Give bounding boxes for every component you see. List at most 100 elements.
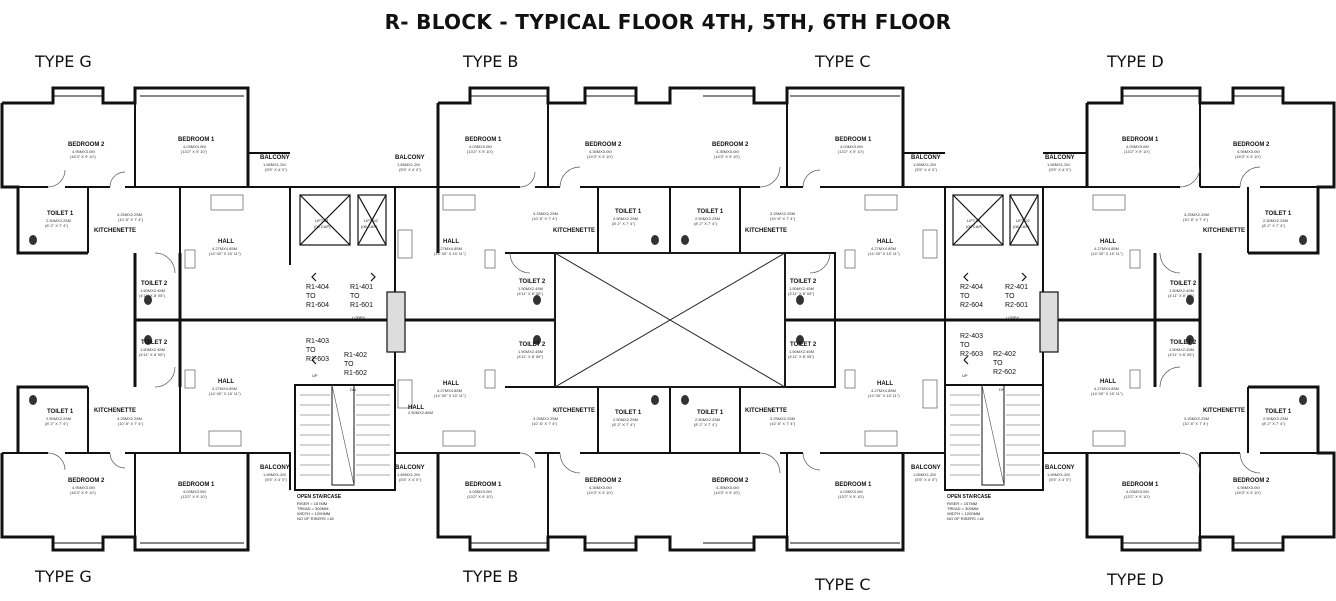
room-label: HALL [218, 379, 234, 385]
type-label-top-b: TYPE B [463, 52, 519, 71]
room-size-imp: (13'2" X 9' 10') [181, 494, 207, 499]
room-size: 4.03MX3.0M [1126, 489, 1149, 494]
flat-to: TO [350, 293, 360, 300]
lift-label: LIFT 01 [967, 218, 981, 223]
room-size: 4.95MX3.0M [1237, 485, 1260, 490]
room-size: 1.65MX1.2M [1047, 162, 1070, 167]
room-size: 1.50MX2.45M [140, 347, 165, 352]
room-label: HALL [218, 239, 234, 245]
room-size-imp: (14' 00" X 15' 11") [434, 393, 466, 398]
central-void [554, 252, 786, 388]
room-size: 1.50MX2.45M [518, 286, 543, 291]
staircase-width: WIDTH = 1200MM [947, 511, 980, 516]
flat-code: R2-401 [1005, 284, 1028, 291]
dn-label: DN [999, 387, 1005, 392]
room-size: 2.50MX2.25M [46, 416, 71, 421]
room-size-imp: (16'3" X 9' 10') [70, 154, 96, 159]
room-label: BEDROOM 1 [178, 137, 215, 143]
room-size-imp: (8' 2" X 7' 4") [45, 421, 69, 426]
flat-end: R1-602 [344, 370, 367, 377]
room-label: TOILET 2 [1170, 281, 1197, 287]
room-size-imp: (8' 2" X 7' 4") [612, 221, 636, 226]
room-size-imp: (14' 00" X 15' 11") [1091, 391, 1123, 396]
room-label: BEDROOM 2 [68, 142, 105, 148]
room-size-imp: (5'5" X 4' 0") [265, 167, 288, 172]
room-size: 1.65MX1.2M [397, 472, 420, 477]
staircase-riser: RISER = 157MM [297, 501, 327, 506]
room-label: BEDROOM 1 [835, 137, 872, 143]
room-size: 4.03MX3.0M [183, 144, 206, 149]
type-label-bottom-b: TYPE B [463, 567, 519, 586]
room-size: 4.03MX3.0M [183, 489, 206, 494]
room-size-imp: (8' 2" X 7' 4") [694, 221, 718, 226]
staircase-tread: TREAD = 300MM [297, 506, 328, 511]
flat-end: R2-603 [960, 351, 983, 358]
up-label: UP [962, 373, 968, 378]
room-size-imp: (10' 8" X 7' 4") [1183, 217, 1209, 222]
room-label: BEDROOM 2 [712, 478, 749, 484]
room-size-imp: (13'2" X 9' 10') [1124, 494, 1150, 499]
room-label: BEDROOM 2 [585, 142, 622, 148]
room-label: BEDROOM 1 [465, 482, 502, 488]
flat-code: R2-404 [960, 284, 983, 291]
room-size-imp: (8' 2" X 7' 4") [1262, 223, 1286, 228]
room-size: 4.95MX3.0M [72, 485, 95, 490]
room-size-imp: (14'3" X 9' 10') [714, 490, 740, 495]
partitions [2, 103, 1334, 537]
room-size: 4.35MX3.0M [589, 485, 612, 490]
room-size-imp: (5'5" X 4' 0") [265, 477, 288, 482]
flat-to: TO [960, 342, 970, 349]
room-size-imp: (13'2" X 9' 10') [838, 149, 864, 154]
room-size: 1.50MX2.45M [140, 288, 165, 293]
room-label: BEDROOM 1 [835, 482, 872, 488]
room-label: TOILET 2 [790, 342, 817, 348]
room-size: 2.50MX2.25M [613, 417, 638, 422]
room-label: BEDROOM 1 [1122, 482, 1159, 488]
room-size-imp: (4'11" X 8' 05") [139, 293, 166, 298]
room-label: KITCHENETTE [1203, 408, 1245, 414]
staircase-risers: NO OF RISERS =18 [297, 516, 334, 521]
staircase-risers: NO OF RISERS =18 [947, 516, 984, 521]
room-size-imp: (13'2" X 9' 10') [467, 149, 493, 154]
room-size: 1.65MX1.2M [1047, 472, 1070, 477]
room-size-imp: (5'5" X 4' 0") [1049, 167, 1072, 172]
room-size: 2.50MX2.25M [695, 417, 720, 422]
room-label: BALCONY [395, 465, 425, 471]
lift-label: LIFT 02 [1016, 218, 1030, 223]
room-label: TOILET 1 [1265, 211, 1292, 217]
staircase-width: WIDTH = 1200MM [297, 511, 330, 516]
room-label: BEDROOM 2 [68, 478, 105, 484]
room-label: TOILET 1 [697, 410, 724, 416]
room-size-imp: (14' 00" X 15' 11") [868, 393, 900, 398]
room-label: HALL [877, 239, 893, 245]
flat-end: R2-604 [960, 302, 983, 309]
flat-code: R1-402 [344, 352, 367, 359]
room-size-imp: (16'3" X 9' 10') [1235, 154, 1261, 159]
room-size: 1.65MX1.2M [913, 472, 936, 477]
room-size: 3.25MX2.25M [117, 212, 142, 217]
room-size-imp: (10' 8" X 7' 4") [770, 216, 796, 221]
lift-cap: (08 CAP) [361, 224, 378, 229]
room-label: KITCHENETTE [745, 408, 787, 414]
room-size-imp: (10' 8" X 7' 4") [532, 216, 558, 221]
room-size: 1.65MX1.2M [263, 162, 286, 167]
flat-end: R2-601 [1005, 302, 1028, 309]
room-size: 4.03MX3.0M [469, 489, 492, 494]
staircase-title: OPEN STAIRCASE [297, 494, 342, 500]
lift-cores [299, 194, 1059, 353]
room-size: 1.50MX2.45M [789, 286, 814, 291]
room-label: TOILET 1 [697, 209, 724, 215]
room-size: 4.27MX4.85M [1094, 246, 1119, 251]
flat-to: TO [306, 293, 316, 300]
room-size-imp: (10' 8" X 7' 4") [532, 421, 558, 426]
room-size-imp: (13'2" X 9' 10') [181, 149, 207, 154]
room-label: TOILET 1 [47, 211, 74, 217]
room-size-imp: (4'11" X 8' 05") [788, 291, 815, 296]
flat-to: TO [993, 360, 1003, 367]
room-size-imp: (13'2" X 9' 10') [838, 494, 864, 499]
flat-code: R2-402 [993, 351, 1016, 358]
room-size-imp: (10' 8" X 7' 4") [118, 217, 144, 222]
room-size-imp: (10' 8" X 7' 4") [770, 421, 796, 426]
room-size-imp: (14' 00" X 15' 11") [434, 251, 466, 256]
